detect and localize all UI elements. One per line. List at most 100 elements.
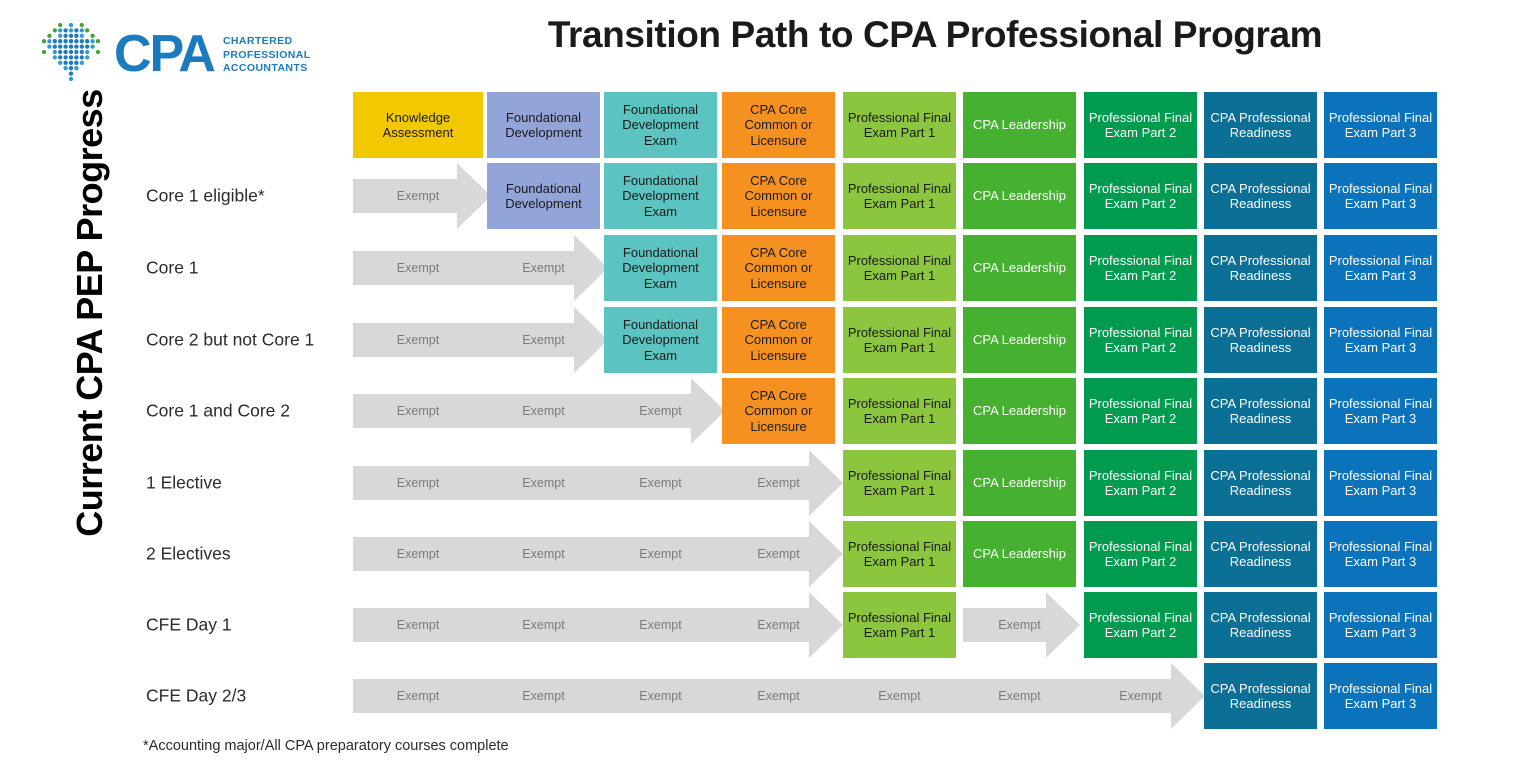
header-cell-fd[interactable]: Foundational Development bbox=[487, 92, 600, 158]
cell-r5-pfe3[interactable]: Professional Final Exam Part 3 bbox=[1324, 521, 1437, 587]
cell-r0-fd[interactable]: Foundational Development bbox=[487, 163, 600, 229]
cell-r0-pfe3[interactable]: Professional Final Exam Part 3 bbox=[1324, 163, 1437, 229]
cell-r0-cpr[interactable]: CPA Professional Readiness bbox=[1204, 163, 1317, 229]
cell-r7-pfe3[interactable]: Professional Final Exam Part 3 bbox=[1324, 663, 1437, 729]
exempt-label-r7-c4: Exempt bbox=[878, 689, 921, 703]
exempt-arrow-secondary-row-6 bbox=[963, 592, 1080, 658]
cell-label: CPA Core Common or Licensure bbox=[744, 317, 813, 363]
arrow-shaft bbox=[353, 537, 809, 571]
exempt-label-r6-c0: Exempt bbox=[396, 618, 440, 632]
cell-label: Foundational Development bbox=[505, 109, 582, 140]
header-cell-fde[interactable]: Foundational Development Exam bbox=[604, 92, 717, 158]
exempt-label-r5-c3: Exempt bbox=[757, 547, 800, 561]
exempt-label-r3-c0: Exempt bbox=[396, 404, 440, 418]
cell-r4-pfe3[interactable]: Professional Final Exam Part 3 bbox=[1324, 450, 1437, 516]
cell-r2-pfe2[interactable]: Professional Final Exam Part 2 bbox=[1084, 307, 1197, 373]
cell-r1-lead[interactable]: CPA Leadership bbox=[963, 235, 1076, 301]
cell-label: CPA Professional Readiness bbox=[1210, 538, 1311, 569]
exempt-arrow-row-6 bbox=[353, 592, 843, 658]
cell-r1-pfe2[interactable]: Professional Final Exam Part 2 bbox=[1084, 235, 1197, 301]
footnote: *Accounting major/All CPA preparatory co… bbox=[143, 738, 509, 754]
cell-r6-pfe3[interactable]: Professional Final Exam Part 3 bbox=[1324, 592, 1437, 658]
cell-r4-pfe1[interactable]: Professional Final Exam Part 1 bbox=[843, 450, 956, 516]
arrow-head-icon bbox=[809, 450, 843, 516]
cpa-tagline: CHARTERED PROFESSIONAL ACCOUNTANTS bbox=[223, 32, 311, 77]
cell-r5-cpr[interactable]: CPA Professional Readiness bbox=[1204, 521, 1317, 587]
exempt-label-r7-c2: Exempt bbox=[639, 689, 682, 703]
arrow-shaft bbox=[353, 179, 457, 213]
cell-r5-pfe1[interactable]: Professional Final Exam Part 1 bbox=[843, 521, 956, 587]
cell-r3-ccl[interactable]: CPA Core Common or Licensure bbox=[722, 378, 835, 444]
cell-label: CPA Professional Readiness bbox=[1210, 395, 1311, 426]
cell-r0-pfe2[interactable]: Professional Final Exam Part 2 bbox=[1084, 163, 1197, 229]
cell-r3-pfe2[interactable]: Professional Final Exam Part 2 bbox=[1084, 378, 1197, 444]
cell-r2-cpr[interactable]: CPA Professional Readiness bbox=[1204, 307, 1317, 373]
arrow-shaft bbox=[353, 323, 574, 357]
cell-label: CPA Core Common or Licensure bbox=[744, 245, 813, 291]
cell-label: CPA Leadership bbox=[973, 475, 1066, 491]
cell-label: Professional Final Exam Part 3 bbox=[1328, 609, 1433, 640]
cell-r4-lead[interactable]: CPA Leadership bbox=[963, 450, 1076, 516]
cell-label: Knowledge Assessment bbox=[382, 109, 454, 140]
cell-r4-cpr[interactable]: CPA Professional Readiness bbox=[1204, 450, 1317, 516]
cell-r2-pfe3[interactable]: Professional Final Exam Part 3 bbox=[1324, 307, 1437, 373]
cell-r1-cpr[interactable]: CPA Professional Readiness bbox=[1204, 235, 1317, 301]
cell-r2-lead[interactable]: CPA Leadership bbox=[963, 307, 1076, 373]
cell-label: CPA Professional Readiness bbox=[1210, 467, 1311, 498]
row-label-4: 1 Elective bbox=[146, 472, 222, 493]
row-label-5: 2 Electives bbox=[146, 543, 231, 564]
cell-r4-pfe2[interactable]: Professional Final Exam Part 2 bbox=[1084, 450, 1197, 516]
header-cell-pfe1[interactable]: Professional Final Exam Part 1 bbox=[843, 92, 956, 158]
header-cell-ka[interactable]: Knowledge Assessment bbox=[353, 92, 483, 158]
exempt-arrow-row-0 bbox=[353, 163, 491, 229]
cell-label: CPA Core Common or Licensure bbox=[744, 102, 813, 148]
cell-r0-ccl[interactable]: CPA Core Common or Licensure bbox=[722, 163, 835, 229]
cell-label: Professional Final Exam Part 1 bbox=[847, 538, 952, 569]
cell-label: Professional Final Exam Part 3 bbox=[1328, 109, 1433, 140]
cell-label: Professional Final Exam Part 3 bbox=[1328, 252, 1433, 283]
cell-r6-pfe1[interactable]: Professional Final Exam Part 1 bbox=[843, 592, 956, 658]
cell-label: Professional Final Exam Part 1 bbox=[847, 109, 952, 140]
cell-r2-pfe1[interactable]: Professional Final Exam Part 1 bbox=[843, 307, 956, 373]
exempt-label-r7-c0: Exempt bbox=[396, 689, 440, 703]
row-label-1: Core 1 bbox=[146, 257, 199, 278]
cell-r3-lead[interactable]: CPA Leadership bbox=[963, 378, 1076, 444]
cell-r1-ccl[interactable]: CPA Core Common or Licensure bbox=[722, 235, 835, 301]
row-label-7: CFE Day 2/3 bbox=[146, 685, 247, 706]
cell-r3-cpr[interactable]: CPA Professional Readiness bbox=[1204, 378, 1317, 444]
cell-r2-ccl[interactable]: CPA Core Common or Licensure bbox=[722, 307, 835, 373]
cell-r5-pfe2[interactable]: Professional Final Exam Part 2 bbox=[1084, 521, 1197, 587]
arrow-shaft bbox=[353, 394, 691, 428]
header-cell-cpr[interactable]: CPA Professional Readiness bbox=[1204, 92, 1317, 158]
cell-label: CPA Leadership bbox=[973, 403, 1066, 419]
cell-r0-fde[interactable]: Foundational Development Exam bbox=[604, 163, 717, 229]
header-cell-ccl[interactable]: CPA Core Common or Licensure bbox=[722, 92, 835, 158]
cell-r5-lead[interactable]: CPA Leadership bbox=[963, 521, 1076, 587]
header-cell-lead[interactable]: CPA Leadership bbox=[963, 92, 1076, 158]
cell-label: Professional Final Exam Part 1 bbox=[847, 180, 952, 211]
cell-label: CPA Leadership bbox=[973, 332, 1066, 348]
cell-label: Professional Final Exam Part 3 bbox=[1328, 395, 1433, 426]
cell-r0-pfe1[interactable]: Professional Final Exam Part 1 bbox=[843, 163, 956, 229]
cell-r6-cpr[interactable]: CPA Professional Readiness bbox=[1204, 592, 1317, 658]
cell-r6-pfe2[interactable]: Professional Final Exam Part 2 bbox=[1084, 592, 1197, 658]
exempt-label-r4-c2: Exempt bbox=[639, 476, 682, 490]
cell-r3-pfe3[interactable]: Professional Final Exam Part 3 bbox=[1324, 378, 1437, 444]
cell-r2-fde[interactable]: Foundational Development Exam bbox=[604, 307, 717, 373]
exempt-arrow-row-5 bbox=[353, 521, 843, 587]
cell-label: Professional Final Exam Part 1 bbox=[847, 609, 952, 640]
exempt-label-r5-c1: Exempt bbox=[522, 547, 565, 561]
cell-label: Professional Final Exam Part 2 bbox=[1088, 467, 1193, 498]
exempt-label-r1-c0: Exempt bbox=[396, 261, 440, 275]
cell-label: CPA Core Common or Licensure bbox=[744, 173, 813, 219]
cell-r1-fde[interactable]: Foundational Development Exam bbox=[604, 235, 717, 301]
exempt-label-r1-c1: Exempt bbox=[522, 261, 565, 275]
cell-r1-pfe1[interactable]: Professional Final Exam Part 1 bbox=[843, 235, 956, 301]
header-cell-pfe3[interactable]: Professional Final Exam Part 3 bbox=[1324, 92, 1437, 158]
cell-r3-pfe1[interactable]: Professional Final Exam Part 1 bbox=[843, 378, 956, 444]
cell-r7-cpr[interactable]: CPA Professional Readiness bbox=[1204, 663, 1317, 729]
cell-r1-pfe3[interactable]: Professional Final Exam Part 3 bbox=[1324, 235, 1437, 301]
cell-r0-lead[interactable]: CPA Leadership bbox=[963, 163, 1076, 229]
header-cell-pfe2[interactable]: Professional Final Exam Part 2 bbox=[1084, 92, 1197, 158]
